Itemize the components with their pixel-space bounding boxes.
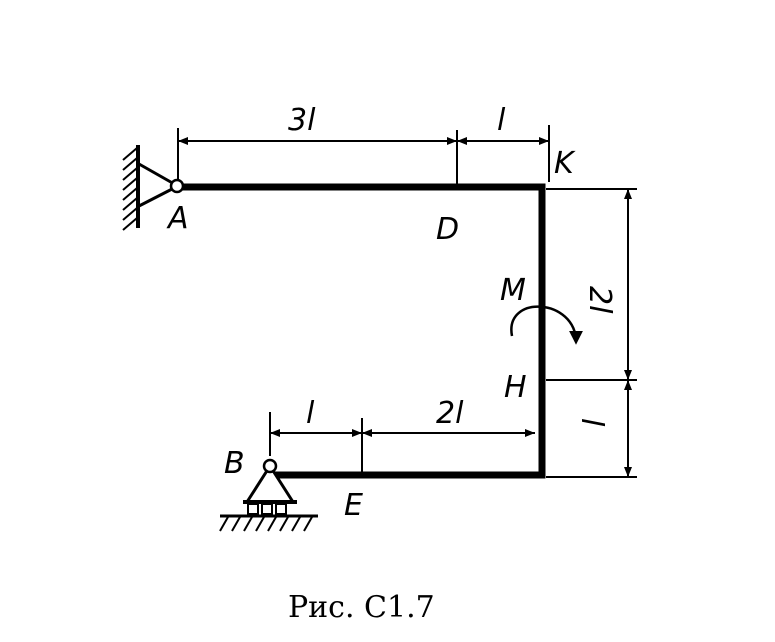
moment-arrow [510,305,583,345]
wall-support-a [122,145,177,231]
label-b: B [224,446,245,481]
label-m: M [500,273,526,308]
dimension-right [546,188,637,478]
dimension-top [177,125,550,182]
dim-label-2l-right: 2l [582,286,617,314]
dim-label-l-right: l [574,418,609,427]
dim-label-l-bottom: l [306,396,315,431]
hinge-b [262,458,278,474]
dim-label-2l-bottom: 2l [436,396,464,431]
label-h: H [504,370,527,405]
frame-members [177,183,546,479]
dim-label-l-top: l [497,103,506,138]
dim-label-3l: 3l [288,103,316,138]
label-a: A [166,201,189,236]
label-e: E [344,488,363,523]
label-d: D [436,212,459,247]
label-k: K [554,146,576,181]
roller-support-b [219,463,318,532]
figure-caption: Рис. С1.7 [288,590,435,625]
dimension-bottom [269,412,535,456]
hinge-a [169,178,185,194]
